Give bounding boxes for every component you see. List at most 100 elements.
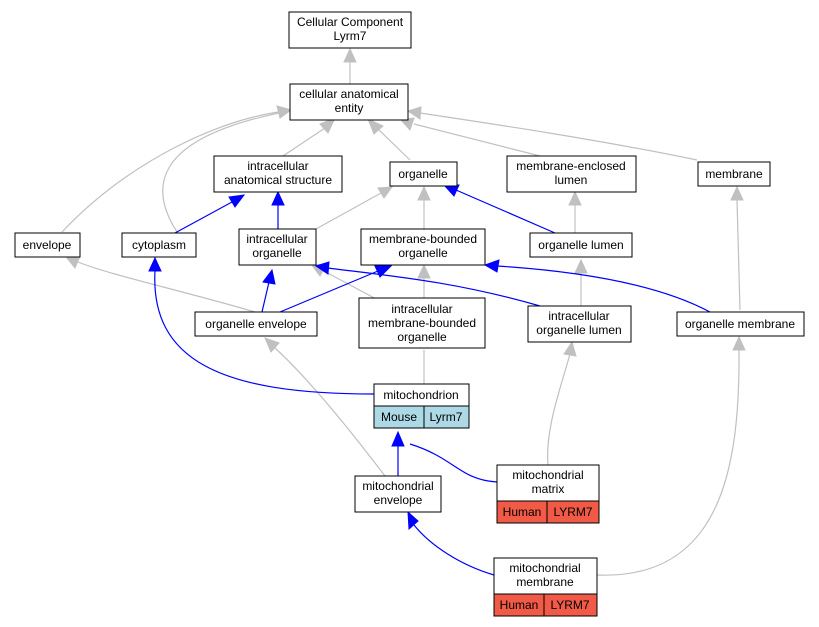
node-label-line: intracellular xyxy=(391,302,452,316)
node-label-line: organelle xyxy=(252,246,302,260)
edge-mito-to-cytoplasm xyxy=(154,269,375,395)
edge-envelope-to-cae xyxy=(61,111,280,233)
edge-imbo-to-io xyxy=(321,269,379,301)
edge-oe-to-envelope xyxy=(77,261,256,313)
arrowhead xyxy=(391,430,405,447)
node-label-line: Cellular Component xyxy=(297,15,404,29)
node-label-line: mitochondrial xyxy=(512,468,583,482)
edge-cytoplasm-to-cae xyxy=(162,112,280,233)
arrowhead xyxy=(483,259,500,273)
edge-organelle-to-cae xyxy=(377,128,411,161)
node-mitochondrial-envelope[interactable]: mitochondrial envelope xyxy=(354,475,442,513)
node-organelle-envelope[interactable]: organelle envelope xyxy=(194,311,318,337)
node-label-line: intracellular xyxy=(548,309,609,323)
node-label-line: intracellular xyxy=(247,159,308,173)
edge-membrane-to-cae xyxy=(419,112,698,161)
node-label-line: anatomical structure xyxy=(224,173,332,187)
edge-mm-to-iol xyxy=(547,353,571,466)
arrowhead xyxy=(730,185,744,201)
node-label-line: membrane xyxy=(705,167,763,181)
nodes: Cellular Component Lyrm7 cellular anatom… xyxy=(14,11,805,617)
node-organelle[interactable]: organelle xyxy=(389,161,458,187)
edge-oe-to-mbo xyxy=(279,270,379,313)
node-intracellular-organelle[interactable]: intracellular organelle xyxy=(238,228,317,266)
arrowhead xyxy=(262,268,276,285)
gene-cell xyxy=(423,405,470,429)
node-label-line: envelope xyxy=(23,238,72,252)
node-label-line: cytoplasm xyxy=(132,238,186,252)
node-membrane[interactable]: membrane xyxy=(697,161,771,187)
node-label-line: organelle lumen xyxy=(538,238,623,252)
node-label-line: membrane-bounded xyxy=(369,232,477,246)
node-cellular-anatomical-entity[interactable]: cellular anatomical entity xyxy=(289,83,409,121)
node-label-line: membrane-enclosed xyxy=(516,159,625,173)
arrowhead xyxy=(264,337,280,353)
node-membrane-enclosed-lumen[interactable]: membrane-enclosed lumen xyxy=(506,155,637,193)
arrowhead xyxy=(406,106,422,120)
node-label-line: organelle xyxy=(397,330,447,344)
arrowhead xyxy=(319,117,336,134)
node-label-line: envelope xyxy=(374,493,423,507)
node-label-line: membrane-bounded xyxy=(368,316,476,330)
node-mitochondrion[interactable]: mitochondrion Mouse Lyrm7 xyxy=(373,383,470,429)
node-cellular-component[interactable]: Cellular Component Lyrm7 xyxy=(288,11,412,49)
node-envelope[interactable]: envelope xyxy=(14,232,81,258)
node-cytoplasm[interactable]: cytoplasm xyxy=(121,232,197,258)
arrowhead xyxy=(367,118,384,135)
edge-mm-to-mito xyxy=(409,443,498,483)
edge-oe-to-io xyxy=(261,281,270,313)
arrowhead xyxy=(417,185,431,201)
edge-mmem-to-om xyxy=(596,349,740,576)
node-label-line: mitochondrial xyxy=(509,561,580,575)
node-label-line: intracellular xyxy=(246,232,307,246)
gene-cell xyxy=(546,500,600,524)
node-intracellular-membrane-bounded-organelle[interactable]: intracellular membrane-bounded organelle xyxy=(358,297,486,349)
node-label-line: mitochondrial xyxy=(362,479,433,493)
edge-ias-to-cae xyxy=(282,127,326,157)
edge-iol-to-io xyxy=(327,267,541,307)
arrowhead xyxy=(442,184,460,197)
node-label-line: cellular anatomical xyxy=(299,87,398,101)
gene-cell xyxy=(543,593,598,617)
edge-om-to-mbo xyxy=(496,265,711,313)
edge-cytoplasm-to-ias xyxy=(174,201,233,234)
node-intracellular-organelle-lumen[interactable]: intracellular organelle lumen xyxy=(527,305,632,343)
node-mitochondrial-matrix[interactable]: mitochondrial matrix Human LYRM7 xyxy=(496,464,600,524)
node-organelle-membrane[interactable]: organelle membrane xyxy=(676,311,805,337)
node-label-line: mitochondrion xyxy=(383,388,458,402)
edge-om-to-membrane xyxy=(736,199,741,311)
arrowhead xyxy=(276,105,293,119)
edge-ol-to-organelle xyxy=(455,189,556,234)
node-label-line: lumen xyxy=(555,173,588,187)
node-label-line: organelle lumen xyxy=(536,323,621,337)
node-label-line: Lyrm7 xyxy=(334,29,367,43)
arrowhead xyxy=(574,258,588,274)
species-label: Human xyxy=(500,598,539,612)
node-organelle-lumen[interactable]: organelle lumen xyxy=(529,232,633,258)
species-label: Human xyxy=(503,505,542,519)
gene-label: Lyrm7 xyxy=(430,410,463,424)
arrowhead xyxy=(377,186,394,199)
node-mitochondrial-membrane[interactable]: mitochondrial membrane Human LYRM7 xyxy=(493,557,598,617)
node-label-line: organelle xyxy=(398,246,448,260)
edge-me-to-oe xyxy=(274,347,386,477)
arrowhead xyxy=(732,335,746,351)
species-label: Mouse xyxy=(381,410,417,424)
node-label-line: organelle xyxy=(398,167,448,181)
gene-label: LYRM7 xyxy=(553,505,592,519)
node-label-line: matrix xyxy=(532,482,565,496)
arrowhead xyxy=(343,47,357,63)
node-label-line: entity xyxy=(335,101,364,115)
gene-label: LYRM7 xyxy=(550,598,589,612)
node-label-line: organelle membrane xyxy=(685,317,795,331)
arrowhead xyxy=(568,190,582,206)
node-intracellular-anatomical-structure[interactable]: intracellular anatomical structure xyxy=(213,155,343,193)
arrowhead xyxy=(417,263,431,279)
arrowhead xyxy=(314,261,330,275)
node-membrane-bounded-organelle[interactable]: membrane-bounded organelle xyxy=(360,228,486,266)
edge-mel-to-cae xyxy=(413,123,541,157)
node-label-line: organelle envelope xyxy=(205,317,307,331)
arrowhead xyxy=(148,256,162,272)
arrowhead xyxy=(407,510,419,531)
